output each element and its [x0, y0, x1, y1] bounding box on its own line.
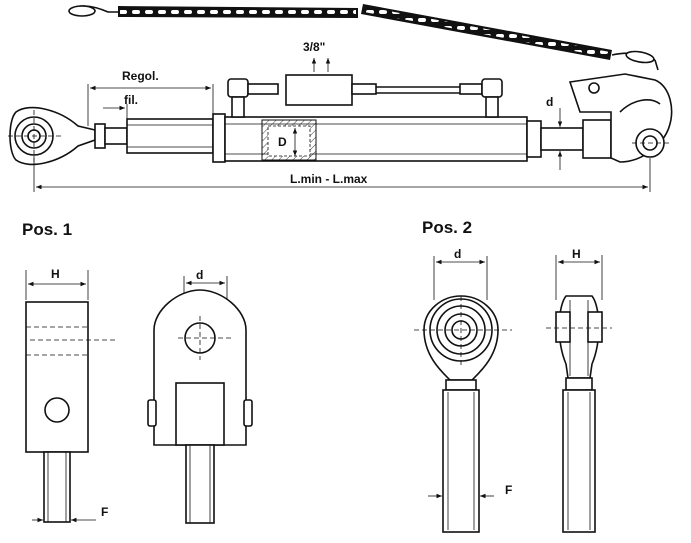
right-hook-end [540, 73, 673, 163]
pos1-F-label: F [101, 505, 108, 519]
adjuster-sleeve [126, 113, 226, 163]
pos1-side-view: H F [25, 267, 118, 523]
pos1-d-label: d [196, 268, 203, 282]
length-label: L.min - L.max [290, 172, 368, 186]
rod-d-label: d [546, 95, 553, 109]
pos2-side-view: H [546, 247, 612, 533]
chain-left [68, 5, 358, 18]
pos2-F-label: F [505, 483, 512, 497]
hydraulic-pipe [227, 74, 503, 118]
pos1-title: Pos. 1 [22, 220, 72, 239]
dimension-lines [8, 58, 672, 192]
fil-label: fil. [124, 93, 138, 107]
thread-label: 3/8" [303, 40, 325, 54]
diameter-D-label: D [278, 135, 287, 149]
pos2-H-label: H [572, 247, 581, 261]
regol-label: Regol. [122, 69, 159, 83]
main-cylinder [224, 116, 542, 162]
pos2-front-view: d F [414, 247, 512, 533]
top-link-assembly: Regol. fil. 3/8" D d L.min - L.max [8, 4, 673, 192]
pos1-H-label: H [51, 267, 60, 281]
pos1-front-view: d [147, 268, 253, 524]
pos2-d-label: d [454, 247, 461, 261]
pos2-title: Pos. 2 [422, 218, 472, 237]
chain-right [361, 4, 659, 71]
